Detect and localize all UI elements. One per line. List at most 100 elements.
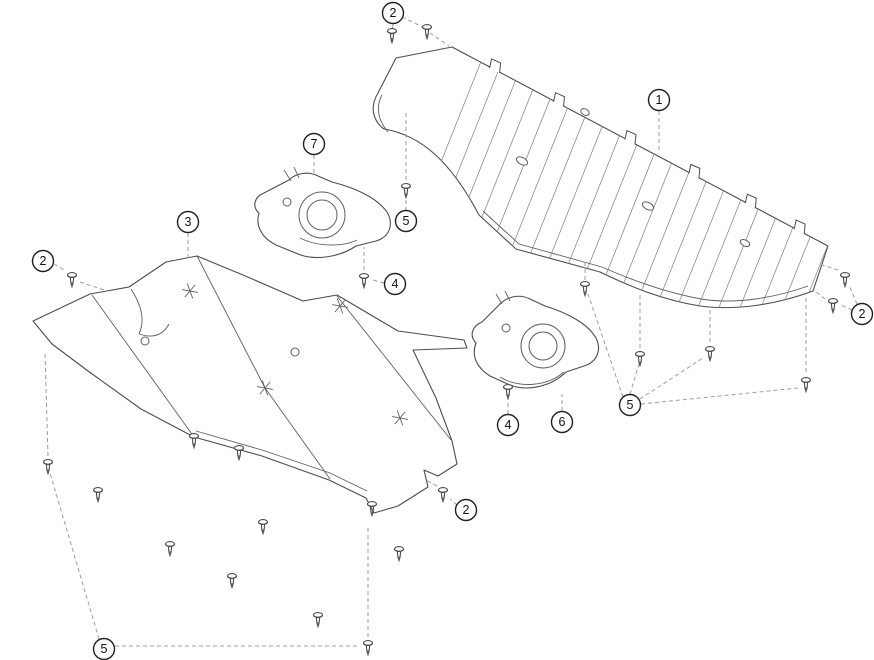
callout-7[interactable]: 7: [302, 132, 326, 156]
callout-4[interactable]: 4: [383, 272, 407, 296]
callout-4[interactable]: 4: [496, 413, 520, 437]
callout-2[interactable]: 2: [454, 498, 478, 522]
screw-icon: [579, 281, 591, 298]
callout-label: 6: [559, 415, 566, 429]
screw-icon: [400, 183, 412, 200]
callout-5[interactable]: 5: [394, 209, 418, 233]
leader-line: [814, 290, 826, 300]
mount-tab: [793, 219, 806, 235]
part-6-small-hole: [501, 323, 511, 333]
part-6-prongs: [495, 290, 511, 305]
part-3-hole: [290, 347, 300, 357]
part-7-prongs: [283, 166, 300, 182]
screw-icon: [362, 640, 374, 657]
mount-hole: [515, 156, 529, 166]
mount-tabs: [489, 58, 806, 235]
callout-6[interactable]: 6: [550, 410, 574, 434]
callout-balloons: 1 2 2 2 2 3 4 4 5 5 5 6 7: [31, 1, 874, 660]
callout-5[interactable]: 5: [92, 637, 116, 660]
callout-1[interactable]: 1: [647, 88, 671, 112]
screw-icon: [233, 445, 245, 462]
mount-hole: [580, 108, 590, 116]
callout-label: 5: [403, 214, 410, 228]
callout-2[interactable]: 2: [31, 249, 55, 273]
callout-label: 2: [859, 307, 866, 321]
part-3-notch: [130, 288, 170, 337]
part-3-underbody-panel: [32, 255, 468, 514]
leader-line: [639, 357, 704, 400]
callout-label: 7: [311, 137, 318, 151]
callout-3[interactable]: 3: [176, 210, 200, 234]
leader-line: [449, 498, 458, 506]
leader-line: [629, 363, 640, 395]
leader-line: [53, 263, 67, 272]
screw-icon: [312, 612, 324, 629]
screw-icon: [358, 273, 370, 290]
screw-icon: [800, 377, 812, 394]
mount-tab: [489, 58, 502, 73]
mount-tab: [553, 92, 566, 107]
part-1-arch-line: [377, 94, 389, 133]
leader-line: [372, 279, 385, 284]
leader-line: [848, 284, 858, 305]
callout-label: 2: [40, 254, 47, 268]
leader-lines: [44, 16, 858, 647]
part-1-outline: [372, 46, 829, 309]
part-7-small-hole: [282, 197, 292, 207]
part-6-inner-hole: [528, 331, 558, 361]
part-1-flange-line: [482, 210, 809, 302]
leader-line: [49, 472, 100, 640]
screw-icon: [634, 351, 646, 368]
part-7-flange-line: [299, 237, 358, 246]
part-1-ribbed-undertray: [372, 46, 829, 309]
screw-icon: [366, 501, 378, 518]
part-7-bracket: [254, 166, 391, 258]
mount-tab: [624, 129, 637, 145]
screw-icon: [188, 433, 200, 450]
screw-icon: [164, 541, 176, 558]
callout-label: 3: [185, 215, 192, 229]
leader-line: [640, 387, 799, 405]
callout-2[interactable]: 2: [381, 1, 405, 25]
screw-icon: [839, 272, 851, 289]
screw-icon: [827, 298, 839, 315]
part-7-inner-hole: [306, 199, 338, 231]
part-3-hole: [140, 336, 150, 346]
callout-5[interactable]: 5: [618, 393, 642, 417]
fasteners: [42, 24, 851, 657]
callout-label: 5: [627, 398, 634, 412]
screw-icon: [421, 24, 433, 41]
leader-line: [429, 32, 450, 47]
mount-hole: [641, 201, 655, 211]
screw-icon: [92, 487, 104, 504]
leader-line: [840, 304, 853, 311]
part-6-flange-line: [499, 371, 565, 385]
screw-icon: [393, 546, 405, 563]
mount-tab: [744, 193, 757, 209]
screw-icon: [704, 346, 716, 363]
leader-line: [401, 16, 424, 28]
leader-line: [818, 263, 839, 271]
part-6-bracket: [471, 290, 600, 389]
mount-tab: [688, 163, 701, 179]
screw-icon: [437, 487, 449, 504]
callout-2[interactable]: 2: [850, 302, 874, 326]
screw-icon: [386, 28, 398, 45]
leader-line: [425, 479, 438, 487]
leader-line: [44, 351, 49, 457]
mount-hole: [739, 238, 751, 248]
screw-icon: [257, 519, 269, 536]
screw-icon: [502, 384, 514, 401]
part-3-outline: [32, 255, 468, 514]
callout-label: 2: [463, 503, 470, 517]
fold-marks: [182, 283, 408, 426]
callout-label: 2: [390, 6, 397, 20]
leader-line: [79, 281, 108, 292]
part-3-creases: [91, 255, 452, 492]
screw-icon: [66, 272, 78, 289]
callout-label: 4: [505, 418, 512, 432]
callout-label: 4: [392, 277, 399, 291]
callout-label: 1: [656, 93, 663, 107]
